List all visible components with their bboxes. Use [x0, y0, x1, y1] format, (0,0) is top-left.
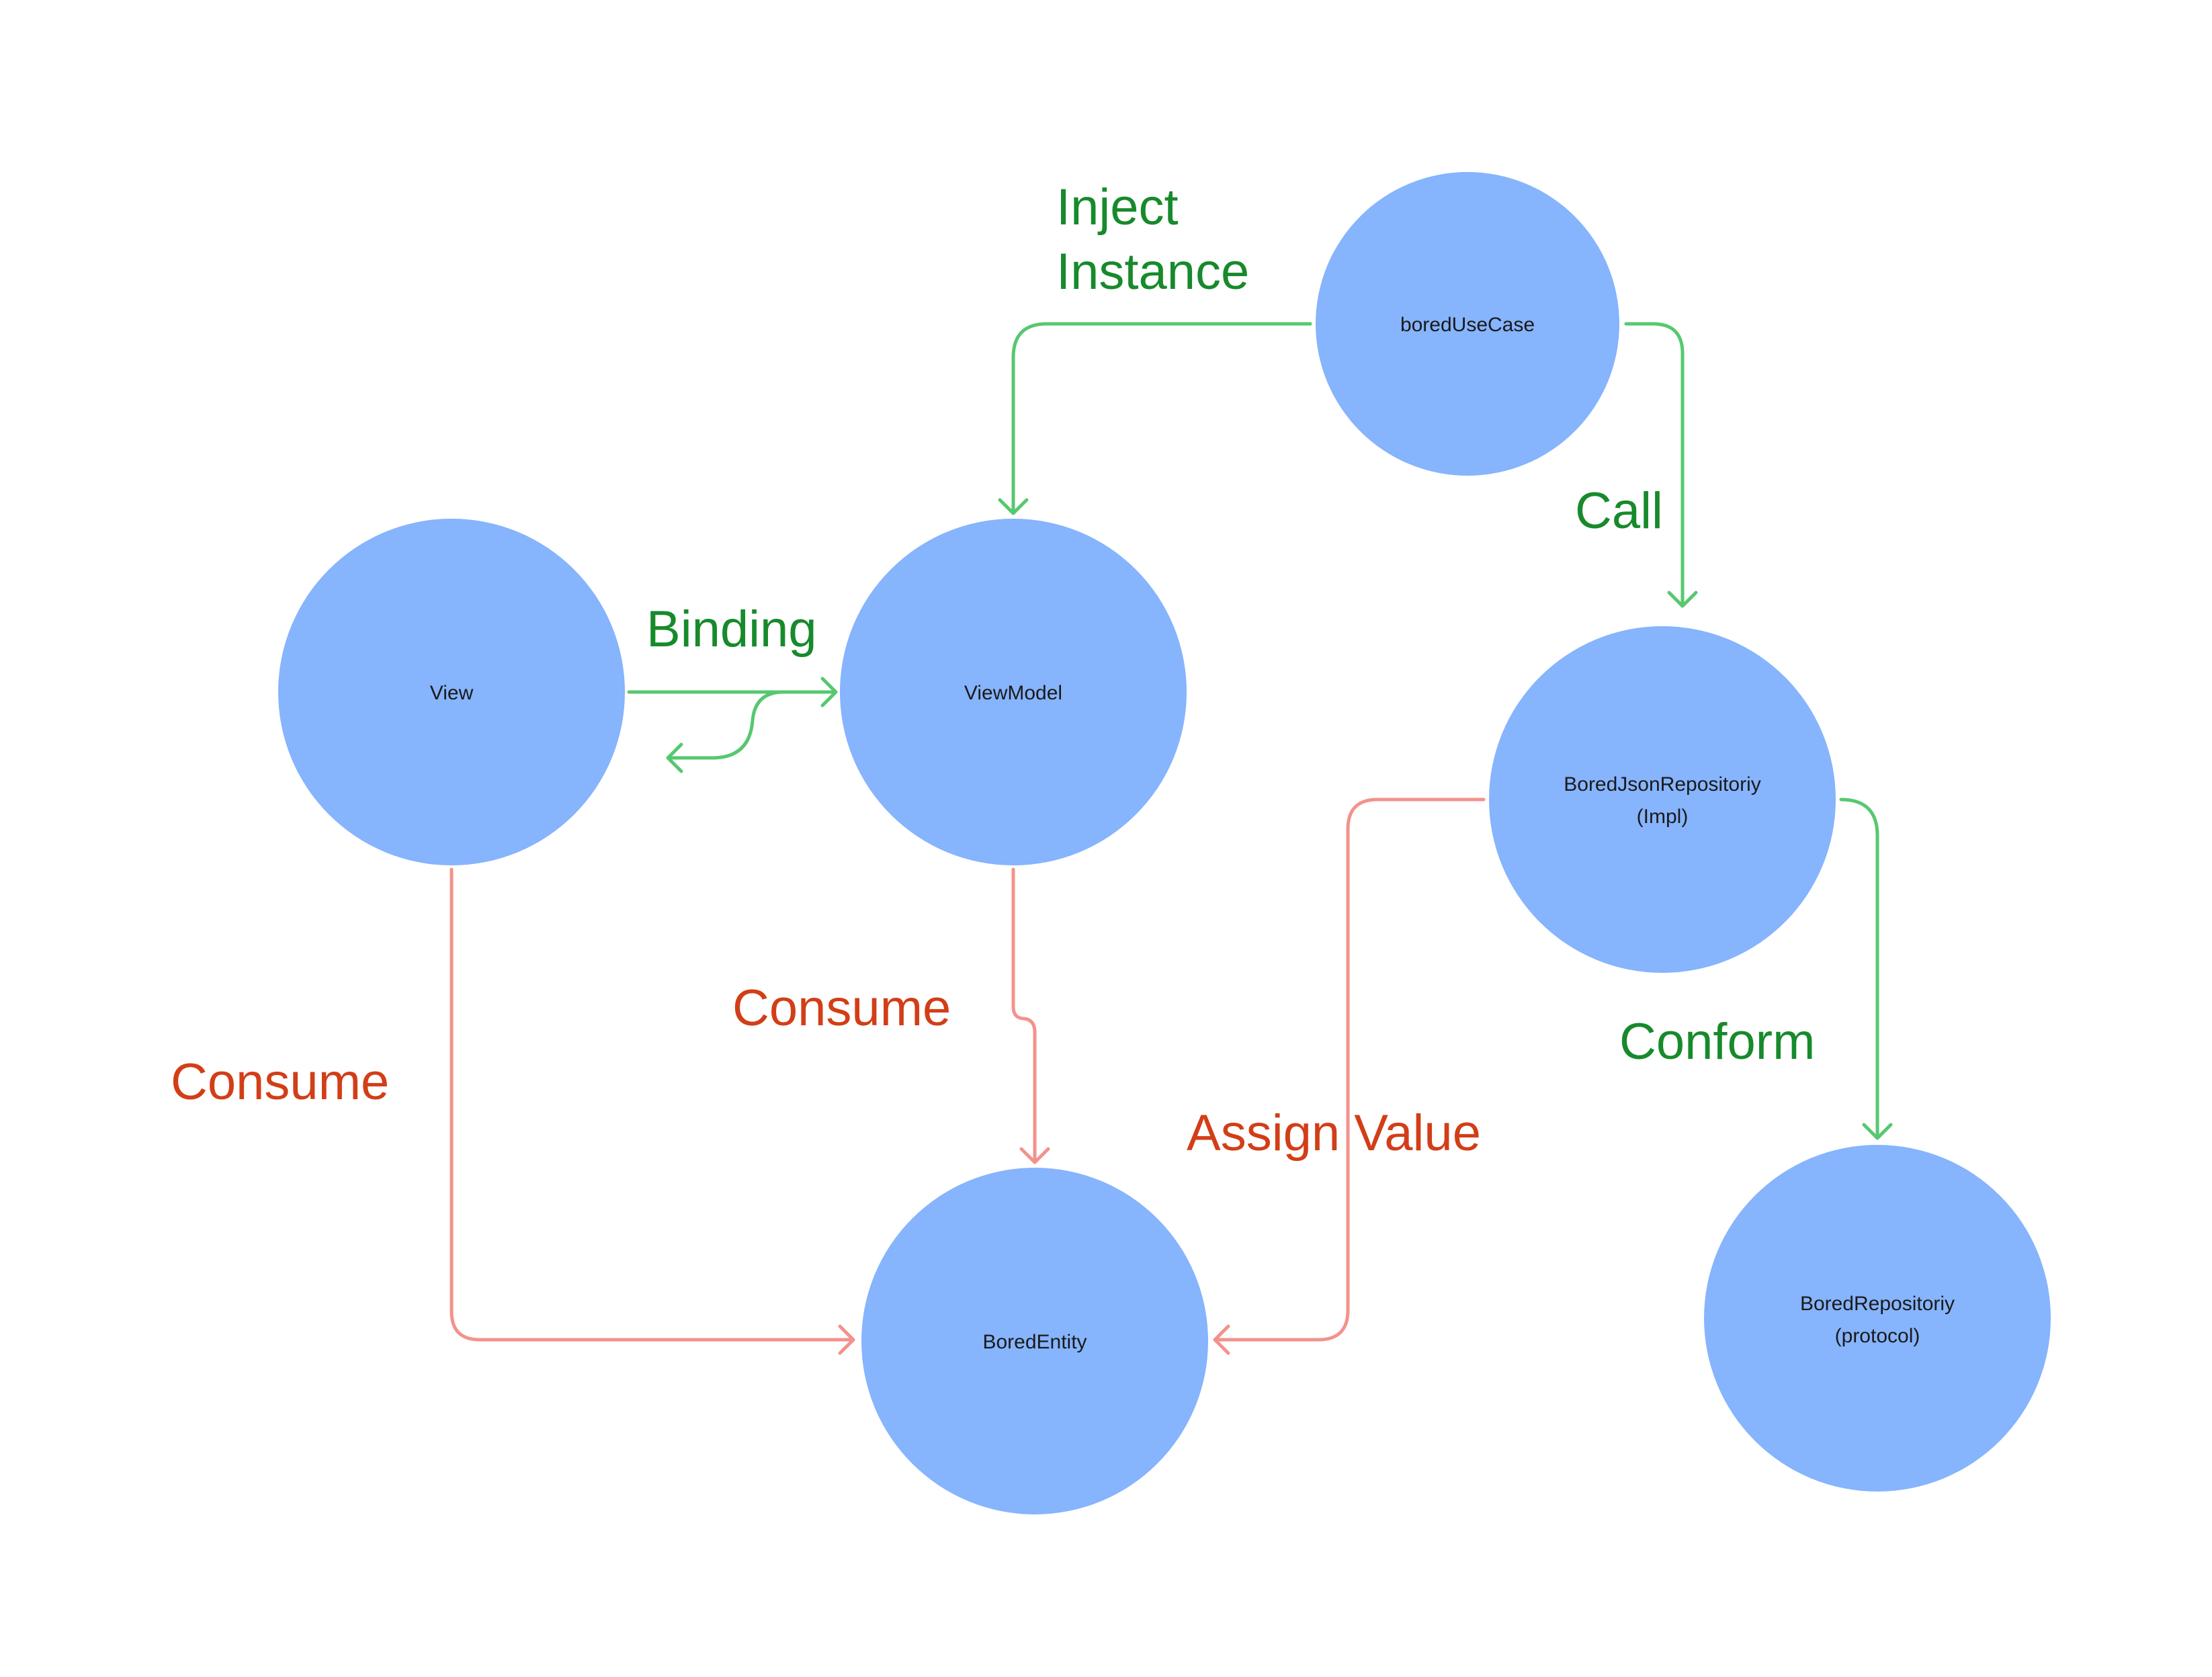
edge-consume-viewmodel — [1011, 867, 1050, 1164]
label-inject-line2: Instance — [1056, 243, 1249, 300]
node-bored-repository-protocol: BoredRepositoriy (protocol) — [1704, 1145, 2051, 1492]
edge-call-line — [1624, 322, 1685, 607]
node-bored-repository-protocol-label-line2: (protocol) — [1835, 1325, 1920, 1347]
arrowhead-call — [1667, 591, 1698, 608]
arrowhead-conform — [1862, 1123, 1893, 1140]
edge-binding — [627, 677, 838, 773]
edge-inject-instance — [998, 322, 1312, 515]
node-bored-entity-label: BoredEntity — [982, 1331, 1087, 1353]
label-call: Call — [1575, 482, 1663, 540]
edge-inject-line — [1011, 322, 1312, 514]
label-consume-view: Consume — [171, 1054, 389, 1111]
edge-consume-view-line — [450, 867, 855, 1342]
node-bored-usecase-circle — [1316, 172, 1619, 476]
node-viewmodel-label: ViewModel — [964, 682, 1062, 704]
label-conform: Conform — [1619, 1013, 1815, 1070]
node-viewmodel-circle — [840, 519, 1187, 865]
edge-consume-view — [450, 867, 855, 1355]
node-bored-repository-protocol-label-line1: BoredRepositoriy — [1800, 1293, 1955, 1315]
node-bored-entity-circle — [861, 1168, 1208, 1514]
edge-conform — [1839, 798, 1893, 1140]
node-bored-usecase: boredUseCase — [1316, 172, 1619, 476]
node-bored-json-repository-label-line1: BoredJsonRepositoriy — [1564, 773, 1760, 796]
node-bored-json-repository-circle — [1489, 626, 1836, 973]
edge-assign-value-line — [1213, 798, 1486, 1342]
edge-conform-line — [1839, 798, 1879, 1139]
node-view: View — [278, 519, 625, 865]
edge-call — [1624, 322, 1698, 608]
edge-assign-value — [1213, 798, 1486, 1355]
arrowhead-binding-forward — [820, 677, 838, 707]
node-view-circle — [278, 519, 625, 865]
arrowhead-inject — [998, 498, 1029, 515]
arrowhead-binding-back — [666, 742, 683, 773]
node-bored-usecase-label: boredUseCase — [1400, 314, 1535, 336]
node-viewmodel: ViewModel — [840, 519, 1187, 865]
edge-consume-viewmodel-line — [1011, 867, 1037, 1163]
node-bored-repository-protocol-circle — [1704, 1145, 2051, 1492]
label-inject-line1: Inject — [1056, 179, 1179, 236]
arrowhead-consume-viewmodel — [1019, 1147, 1050, 1164]
node-view-label: View — [430, 682, 474, 704]
node-bored-json-repository-label-line2: (Impl) — [1637, 806, 1689, 828]
arrowhead-assign-value — [1213, 1324, 1230, 1355]
label-assign-value: Assign Value — [1187, 1105, 1481, 1162]
edge-binding-back-line — [666, 690, 785, 760]
node-bored-entity: BoredEntity — [861, 1168, 1208, 1514]
label-binding: Binding — [646, 601, 817, 658]
node-bored-json-repository: BoredJsonRepositoriy (Impl) — [1489, 626, 1836, 973]
label-consume-viewmodel: Consume — [732, 980, 951, 1037]
arrowhead-consume-view — [838, 1324, 855, 1355]
